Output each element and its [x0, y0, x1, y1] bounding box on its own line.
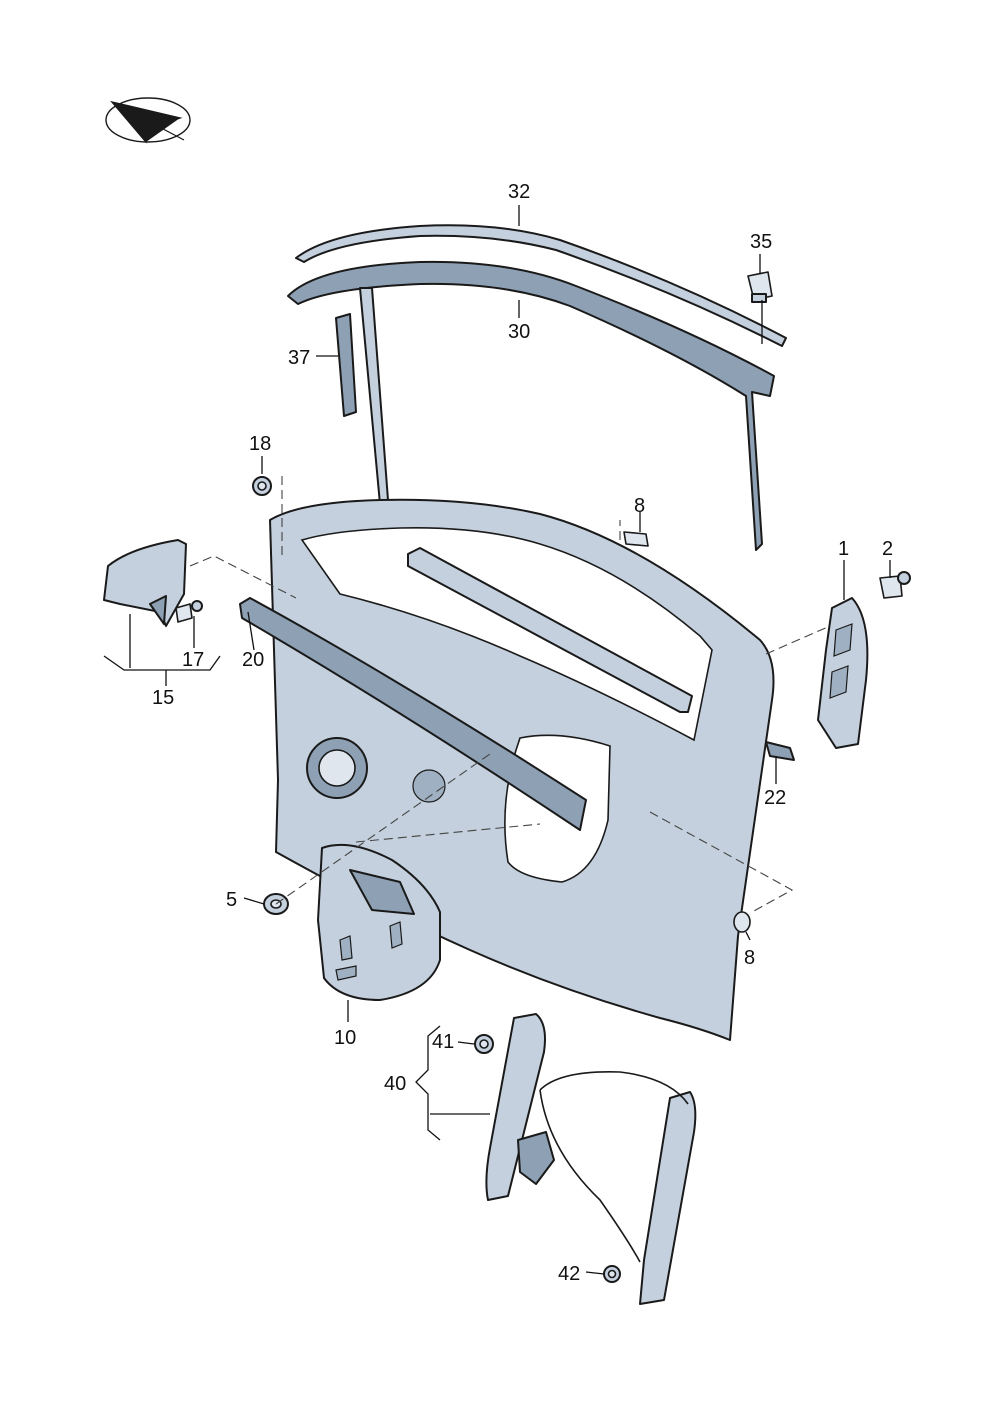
callout-17: 17: [182, 649, 204, 671]
direction-arrow-icon: [105, 97, 191, 144]
callout-1: 1: [838, 538, 849, 560]
window-channel-rear: [359, 287, 389, 505]
nut-42: [603, 1265, 621, 1283]
screw-17: [175, 600, 203, 623]
callout-2: 2: [882, 538, 893, 560]
nut-41: [474, 1034, 494, 1054]
callout-15: 15: [152, 687, 174, 709]
callouts: 32 35 30 37 18 8 1 2 17 20 15 22 5 8 10 …: [152, 181, 893, 1285]
callout-8-upper: 8: [634, 495, 645, 517]
plug-8-lower: [733, 911, 751, 933]
mirror-trim-15: [103, 539, 187, 627]
roof-seal-outer: [295, 224, 787, 347]
pad-8-upper: [623, 531, 649, 547]
clip-35: [747, 271, 773, 303]
callout-37: 37: [288, 347, 310, 369]
callout-8-lower: 8: [744, 947, 755, 969]
guide-strip-37: [335, 313, 357, 417]
screw-2: [879, 571, 911, 599]
callout-40: 40: [384, 1073, 406, 1095]
callout-30: 30: [508, 321, 530, 343]
handle-carrier-1: [817, 597, 869, 749]
callout-32: 32: [508, 181, 530, 203]
nut-18: [252, 476, 272, 496]
callout-35: 35: [750, 231, 772, 253]
callout-42: 42: [558, 1263, 580, 1285]
callout-18: 18: [249, 433, 271, 455]
callout-41: 41: [432, 1031, 454, 1053]
sealing-foil-10: [317, 843, 441, 1001]
strip-22: [407, 547, 693, 713]
window-regulator-40: [485, 1013, 697, 1305]
belt-seal-20: [239, 597, 587, 831]
callout-22: 22: [764, 787, 786, 809]
callout-5: 5: [226, 889, 237, 911]
window-channel-seal: [287, 260, 775, 551]
callout-10: 10: [334, 1027, 356, 1049]
assembly-lines: [189, 476, 831, 913]
leader-lines: [103, 205, 891, 1275]
callout-20: 20: [242, 649, 264, 671]
